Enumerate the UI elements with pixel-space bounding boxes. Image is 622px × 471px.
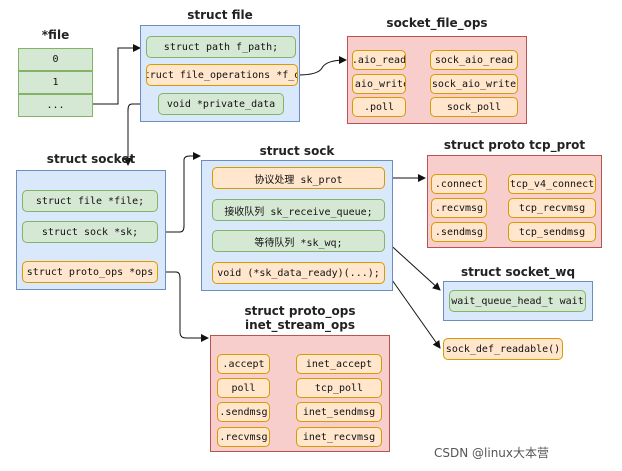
tcp-prot-sendmsg: .sendmsg <box>431 222 487 242</box>
struct-sock-receive-queue: 接收队列 sk_receive_queue; <box>212 199 385 221</box>
inet-stream-ops-title-line2: inet_stream_ops <box>244 318 356 332</box>
inet-stream-ops-accept: .accept <box>217 354 270 374</box>
struct-sock-data-ready: void (*sk_data_ready)(...); <box>212 262 385 284</box>
struct-file-f-op: struct file_operations *f_op <box>146 64 298 86</box>
inet-sendmsg: inet_sendmsg <box>296 402 382 422</box>
arrow-data-ready-to-readable <box>384 269 441 349</box>
struct-file-title: struct file <box>187 8 253 22</box>
sock-poll: sock_poll <box>430 97 518 117</box>
arrow-fop-to-socket-file-ops <box>297 56 347 76</box>
struct-socket-file: struct file *file; <box>22 190 158 212</box>
file-array-cell-0: 0 <box>18 48 93 71</box>
file-array-cell-2: ... <box>18 94 93 117</box>
inet-recvmsg: inet_recvmsg <box>296 427 382 447</box>
sock-aio-read: sock_aio_read <box>430 50 518 70</box>
file-array-title: *file <box>41 28 70 42</box>
tcp-recvmsg: tcp_recvmsg <box>508 198 596 218</box>
struct-sock-sk-wq: 等待队列 *sk_wq; <box>212 230 385 252</box>
struct-sock-sk-prot: 协议处理 sk_prot <box>212 167 385 189</box>
tcp-v4-connect: tcp_v4_connect <box>508 174 596 194</box>
struct-socket-title: struct socket <box>46 152 136 166</box>
tcp-prot-title: struct proto tcp_prot <box>443 138 586 152</box>
tcp-prot-connect: .connect <box>431 174 487 194</box>
socket-wq-title: struct socket_wq <box>460 265 576 279</box>
socket-file-ops-aio-read: .aio_read <box>352 50 406 70</box>
sock-def-readable: sock_def_readable() <box>443 338 563 360</box>
socket-file-ops-title: socket_file_ops <box>386 16 488 30</box>
socket-wq-wait: wait_queue_head_t wait <box>449 290 586 312</box>
inet-accept: inet_accept <box>296 354 382 374</box>
sock-aio-write: sock_aio_write <box>430 74 518 94</box>
watermark: CSDN @linux大本营 <box>434 446 550 460</box>
struct-socket-ops: struct proto_ops *ops <box>22 261 158 283</box>
socket-file-ops-poll: .poll <box>352 97 406 117</box>
socket-file-ops-aio-write: .aio_write <box>352 74 406 94</box>
tcp-prot-recvmsg: .recvmsg <box>431 198 487 218</box>
struct-sock-title: struct sock <box>259 144 335 158</box>
inet-stream-ops-title-line1: struct proto_ops <box>244 304 356 318</box>
tcp-sendmsg: tcp_sendmsg <box>508 222 596 242</box>
file-array-cell-1: 1 <box>18 71 93 94</box>
tcp-poll: tcp_poll <box>296 378 382 398</box>
inet-stream-ops-recvmsg: .recvmsg <box>217 427 270 447</box>
struct-file-f-path: struct path f_path; <box>146 36 296 58</box>
inet-stream-ops-poll: poll <box>217 378 270 398</box>
arrow-file-to-struct-file <box>93 44 141 105</box>
struct-file-private-data: void *private_data <box>158 93 284 115</box>
struct-socket-sk: struct sock *sk; <box>22 221 158 243</box>
inet-stream-ops-sendmsg: .sendmsg <box>217 402 270 422</box>
